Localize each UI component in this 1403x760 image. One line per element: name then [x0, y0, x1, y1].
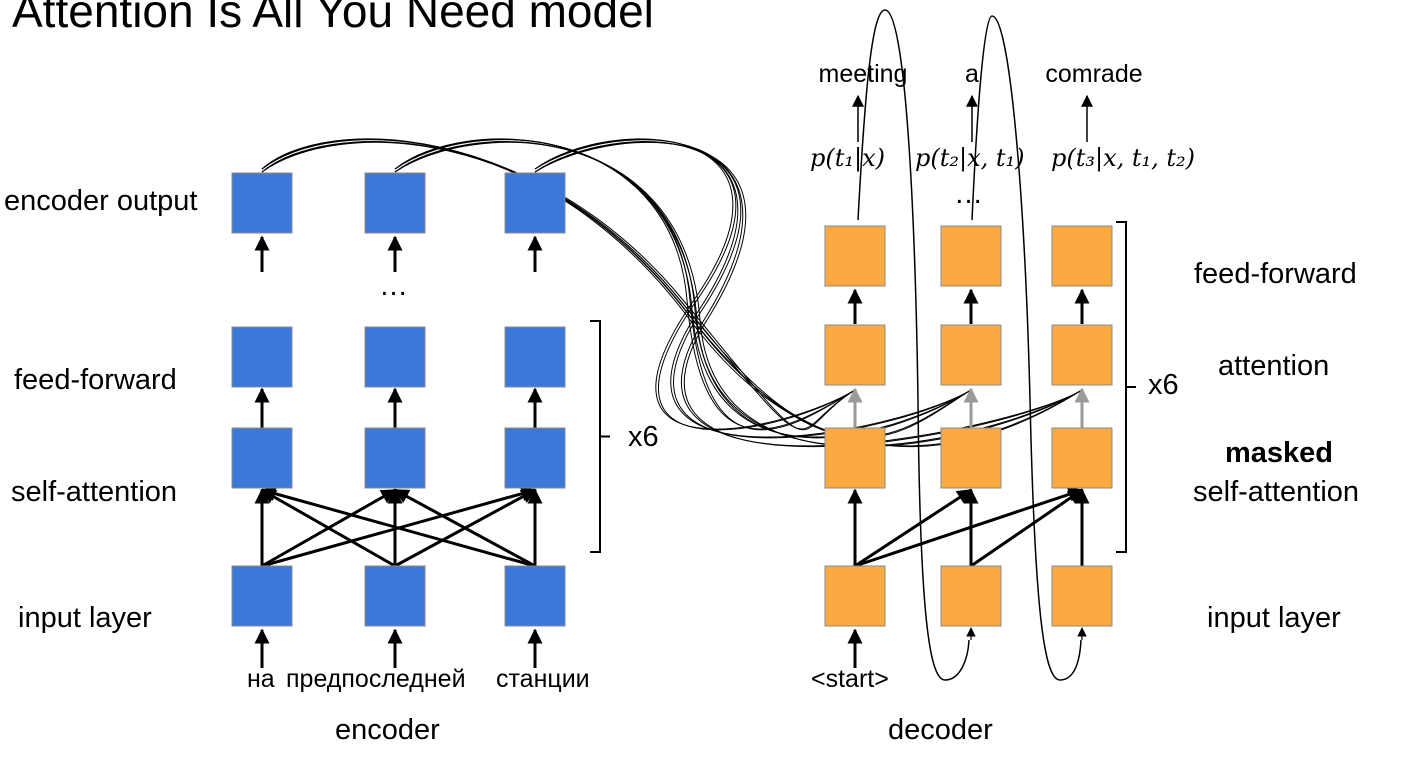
output-word: comrade — [1045, 60, 1143, 88]
output-probability: p(t₂|x, t₁) — [915, 144, 1025, 172]
attention-curve — [394, 141, 856, 431]
decoder-caption: decoder — [888, 714, 993, 746]
output-probability: p(t₁|x) — [810, 144, 885, 172]
encoder-input-token: станции — [496, 665, 590, 693]
encoder-ellipsis: … — [379, 270, 408, 302]
encoder-repeat-label: x6 — [628, 421, 659, 453]
encoder-input-block — [364, 565, 426, 627]
encoder-decoder-attention-curves — [261, 138, 1083, 448]
decoder-input-block — [824, 565, 886, 627]
encoder-input-block — [504, 565, 566, 627]
decoder-self-attention-label: self-attention — [1193, 476, 1360, 508]
decoder-attention-block — [1051, 324, 1113, 386]
decoder-feed-forward-label: feed-forward — [1194, 258, 1357, 290]
autoregressive-loops — [857, 9, 1082, 681]
output-word: meeting — [818, 60, 908, 88]
encoder-input-block — [231, 565, 293, 627]
decoder-ellipsis: … — [954, 178, 983, 210]
encoder-self-attention-arrow — [260, 488, 396, 568]
masked-attention-arrow — [970, 488, 1084, 568]
attention-curve — [534, 139, 1083, 447]
decoder-masked-self-attention-block — [940, 427, 1002, 489]
masked-attention-arrow — [854, 487, 1084, 568]
encoder-feed-forward-block — [364, 326, 426, 388]
decoder-attention-block — [940, 324, 1002, 386]
loop-token-1 — [857, 9, 970, 681]
encoder-self-attention-arrow — [393, 488, 536, 568]
decoder-masked-self-attention-block — [1051, 427, 1113, 489]
attention-curve — [534, 141, 1083, 447]
decoder-masked-label: masked — [1225, 437, 1334, 469]
encoder-input-layer-label: input layer — [18, 602, 152, 634]
page-title: Attention Is All You Need model — [12, 0, 654, 37]
encoder-self-attention-block — [504, 427, 566, 489]
decoder-input-layer-label: input layer — [1207, 602, 1341, 634]
blocks — [231, 172, 1113, 627]
decoder-start-token: <start> — [811, 665, 889, 693]
decoder-attention-label: attention — [1218, 350, 1330, 382]
loop-token-2 — [971, 15, 1082, 681]
encoder-x6-brace — [590, 320, 610, 553]
decoder-input-block — [940, 565, 1002, 627]
encoder-self-attention-block — [364, 427, 426, 489]
decoder-feed-forward-block — [940, 225, 1002, 287]
decoder-feed-forward-block — [1051, 225, 1113, 287]
encoder-feed-forward-block — [231, 326, 293, 388]
attention-curve — [394, 138, 856, 430]
encoder-feed-forward-label: feed-forward — [14, 364, 177, 396]
output-probability: p(t₃|x, t₁, t₂) — [1051, 144, 1196, 172]
attention-curve — [394, 138, 972, 438]
decoder-feed-forward-block — [824, 225, 886, 287]
encoder-output-block — [364, 172, 426, 234]
encoder-self-attention-block — [231, 427, 293, 489]
encoder-self-attention-label: self-attention — [11, 476, 178, 508]
decoder-x6-brace — [1116, 221, 1136, 553]
output-word: a — [965, 60, 979, 88]
encoder-output-label: encoder output — [4, 185, 198, 217]
encoder-input-token: предпоследней — [286, 665, 466, 693]
encoder-self-attention-arrow — [260, 486, 536, 568]
encoder-feed-forward-block — [504, 326, 566, 388]
decoder-masked-self-attention-block — [824, 427, 886, 489]
encoder-output-block — [231, 172, 293, 234]
encoder-caption: encoder — [335, 714, 440, 746]
arrows — [254, 94, 1093, 668]
encoder-input-token: на — [247, 665, 275, 693]
braces — [590, 221, 1136, 553]
decoder-attention-block — [824, 324, 886, 386]
encoder-output-block — [504, 172, 566, 234]
masked-attention-arrow — [854, 488, 973, 568]
decoder-repeat-label: x6 — [1148, 369, 1179, 401]
decoder-input-block — [1051, 565, 1113, 627]
